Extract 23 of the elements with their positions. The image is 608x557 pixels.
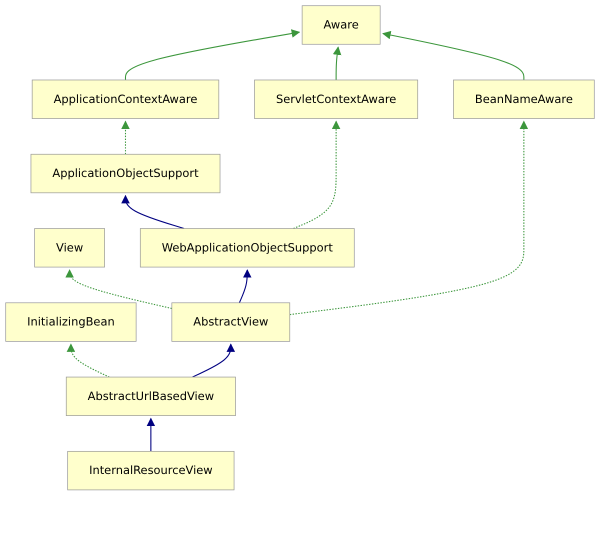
- node-box: InternalResourceView: [67, 450, 234, 490]
- arrow: [121, 120, 130, 154]
- node-box: AbstractView: [171, 302, 290, 342]
- node-box: Aware: [302, 5, 381, 45]
- arrow: [124, 29, 300, 80]
- node-box: ApplicationContextAware: [32, 80, 220, 119]
- node-box: WebApplicationObjectSupport: [140, 228, 355, 268]
- arrow: [332, 46, 342, 80]
- arrow: [192, 343, 236, 378]
- node-box: ServletContextAware: [254, 80, 418, 119]
- arrow: [382, 30, 524, 80]
- arrow: [121, 194, 184, 230]
- node-box: BeanNameAware: [453, 80, 595, 119]
- node-box: View: [34, 228, 105, 268]
- node-box: InitializingBean: [5, 302, 136, 342]
- arrow: [65, 269, 172, 310]
- arrow: [146, 418, 156, 452]
- arrow: [66, 343, 110, 378]
- arrow: [293, 120, 340, 230]
- arrow: [290, 120, 528, 316]
- node-box: AbstractUrlBasedView: [66, 376, 236, 416]
- node-box: ApplicationObjectSupport: [30, 154, 220, 194]
- arrow: [238, 269, 252, 304]
